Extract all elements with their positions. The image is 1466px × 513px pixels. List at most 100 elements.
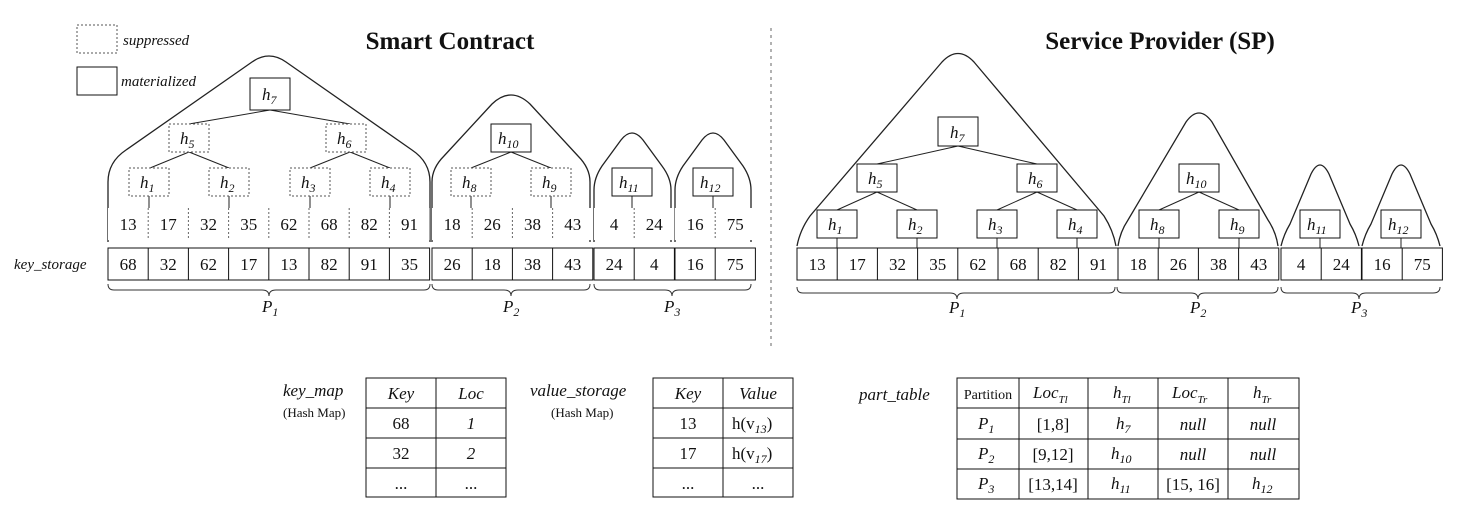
sc-node-h1 xyxy=(128,167,170,197)
sc-sorted-key-cell: 13 xyxy=(120,215,137,234)
sp-sorted-key-cell: 24 xyxy=(1333,255,1351,274)
sp-sorted-key-cell: 16 xyxy=(1374,255,1391,274)
sc-storage-key-cell: 91 xyxy=(361,255,378,274)
sc-sorted-key-cell: 18 xyxy=(444,215,461,234)
part-table-header-partition: Partition xyxy=(964,388,1012,403)
sc-storage-key-cell: 17 xyxy=(240,255,258,274)
sp-node-h1 xyxy=(816,209,858,239)
part-table-header-h-tl: hTl xyxy=(1113,383,1131,406)
value-storage-header-value: Value xyxy=(739,384,777,403)
key-map-label: key_map xyxy=(283,381,343,400)
sc-node-h8 xyxy=(450,167,492,197)
sp-sorted-key-cell: 17 xyxy=(849,255,867,274)
sp-sorted-key-cell: 4 xyxy=(1297,255,1306,274)
sp-sorted-key-cell: 68 xyxy=(1010,255,1027,274)
value-storage-header-key: Key xyxy=(674,384,702,403)
sp-sorted-key-cell: 43 xyxy=(1250,255,1267,274)
key-map-header-loc: Loc xyxy=(457,384,484,403)
key-map-cells: Key Loc 68 1 32 2 ... ... xyxy=(387,384,484,493)
sc-sorted-key-cell: 68 xyxy=(321,215,338,234)
part-table-cell: null xyxy=(1250,415,1277,434)
sc-outline-p3a xyxy=(593,132,672,242)
sp-node-h6 xyxy=(1016,163,1058,193)
key-map-cell: 2 xyxy=(467,444,476,463)
sp-partition-p1-label: P1 xyxy=(948,298,965,320)
sc-storage-key-cell: 68 xyxy=(120,255,137,274)
sp-outline-p1 xyxy=(796,52,1117,247)
value-storage-cell: h(v13) xyxy=(732,414,772,436)
sc-node-h7 xyxy=(249,77,291,111)
value-storage-cell: 13 xyxy=(680,414,697,433)
sc-sorted-key-cell: 26 xyxy=(484,215,501,234)
sc-node-h11 xyxy=(611,167,653,197)
key-map-header-key: Key xyxy=(387,384,415,403)
key-map-sublabel: (Hash Map) xyxy=(283,405,345,420)
sc-partition-p3-label: P3 xyxy=(663,297,680,319)
sc-partition-p1-label: P1 xyxy=(261,297,278,319)
sc-storage-key-cell: 82 xyxy=(321,255,338,274)
part-table-cell: P3 xyxy=(977,474,994,496)
sp-sorted-key-cell: 35 xyxy=(929,255,946,274)
sp-partition-p2-label: P2 xyxy=(1189,298,1206,320)
sp-tree-edges xyxy=(836,145,1402,248)
sp-outline-p2 xyxy=(1117,112,1279,247)
sp-sorted-key-cell: 91 xyxy=(1090,255,1107,274)
value-storage-table xyxy=(652,377,794,498)
sp-tree-outlines xyxy=(796,52,1441,247)
sc-sorted-key-cell: 4 xyxy=(610,215,619,234)
value-storage-cell: 17 xyxy=(680,444,698,463)
key-map-cell: ... xyxy=(465,474,478,493)
sp-node-h4 xyxy=(1056,209,1098,239)
sp-sorted-key-cell: 32 xyxy=(889,255,906,274)
key-map-cell: ... xyxy=(395,474,408,493)
sp-sorted-key-cell: 82 xyxy=(1050,255,1067,274)
part-table-cell: [13,14] xyxy=(1028,475,1078,494)
sc-storage-key-cell: 4 xyxy=(650,255,659,274)
part-table-cell: h7 xyxy=(1116,414,1132,436)
sp-sorted-key-cell: 62 xyxy=(969,255,986,274)
sp-node-h7 xyxy=(937,116,979,147)
sp-sorted-key-cell: 38 xyxy=(1210,255,1227,274)
partition-labels: P1 P2 P3 P1 P2 P3 xyxy=(261,297,1367,320)
key-storage-label: key_storage xyxy=(14,257,87,273)
part-table-cell: [15, 16] xyxy=(1166,475,1220,494)
key-map-cell: 1 xyxy=(467,414,476,433)
sc-storage-key-cell: 13 xyxy=(280,255,297,274)
sc-node-h5 xyxy=(168,123,210,153)
legend-suppressed-label: suppressed xyxy=(123,33,190,49)
sc-storage-key-cell: 18 xyxy=(484,255,501,274)
value-storage-label: value_storage xyxy=(530,381,627,400)
sp-sorted-key-cell: 18 xyxy=(1130,255,1147,274)
sc-node-h6 xyxy=(325,123,367,153)
part-table-cell: h12 xyxy=(1252,474,1273,496)
sc-sorted-key-cell: 38 xyxy=(524,215,541,234)
part-table xyxy=(956,377,1300,500)
part-table-cell: P2 xyxy=(977,444,994,466)
part-table-header-h-tr: hTr xyxy=(1253,383,1272,406)
sc-sorted-key-cell: 32 xyxy=(200,215,217,234)
part-table-cell: null xyxy=(1180,445,1207,464)
sc-partition-p2-label: P2 xyxy=(502,297,519,319)
sc-node-h12 xyxy=(692,167,734,197)
part-table-header-loc-tr: LocTr xyxy=(1171,383,1208,406)
sc-storage-key-cell: 75 xyxy=(727,255,744,274)
sp-outline-p3a xyxy=(1280,164,1360,247)
legend-suppressed-box xyxy=(76,24,118,54)
sc-node-h10 xyxy=(490,123,532,153)
sp-node-h12 xyxy=(1380,209,1422,239)
sc-sorted-key-cell: 91 xyxy=(401,215,418,234)
sc-sorted-key-cell: 35 xyxy=(240,215,257,234)
service-provider-title: Service Provider (SP) xyxy=(1045,28,1275,55)
sc-tree-edges xyxy=(148,109,714,208)
sp-node-h11 xyxy=(1299,209,1341,239)
key-map-cell: 68 xyxy=(393,414,410,433)
value-storage-cell: ... xyxy=(752,474,765,493)
sp-partition-p3-label: P3 xyxy=(1350,298,1367,320)
sp-node-h9 xyxy=(1218,209,1260,239)
sc-outline-p3b xyxy=(674,132,752,242)
sc-storage-key-cell: 38 xyxy=(524,255,541,274)
